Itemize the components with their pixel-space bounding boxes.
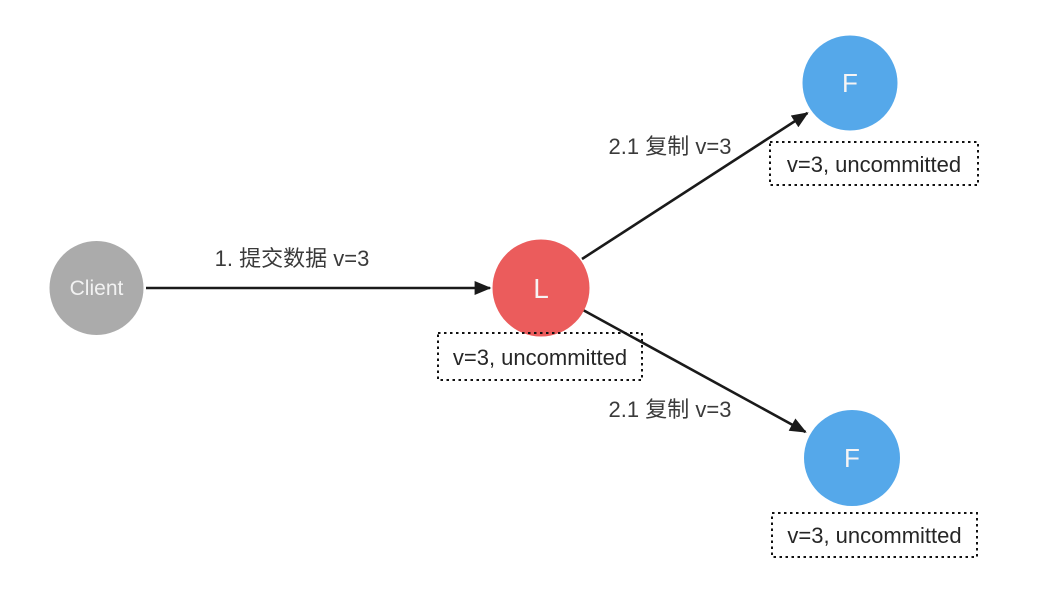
edge-leader-to-follower-top xyxy=(581,111,809,261)
follower-bottom-state-box xyxy=(771,512,978,558)
follower-top-state-text: v=3, uncommitted xyxy=(787,152,961,177)
edge-label-replicate-top: 2.1 复制 v=3 xyxy=(609,134,732,159)
follower-bottom-node-label: F xyxy=(844,443,860,473)
client-node-label: Client xyxy=(70,277,124,300)
follower-bottom-state-text: v=3, uncommitted xyxy=(787,523,961,548)
leader-state-text: v=3, uncommitted xyxy=(453,345,627,370)
leader-state-box xyxy=(437,332,643,381)
follower-top-node xyxy=(802,35,898,131)
edge-label-replicate-bottom: 2.1 复制 v=3 xyxy=(609,397,732,422)
client-node xyxy=(49,241,144,335)
follower-top-node-label: F xyxy=(842,68,858,98)
edge-label-submit-data: 1. 提交数据 v=3 xyxy=(215,246,370,271)
follower-bottom-node xyxy=(804,410,900,506)
leader-node xyxy=(492,239,590,337)
leader-node-label: L xyxy=(533,273,549,304)
follower-top-state-box xyxy=(769,141,979,186)
edge-leader-to-follower-bottom xyxy=(582,308,807,434)
